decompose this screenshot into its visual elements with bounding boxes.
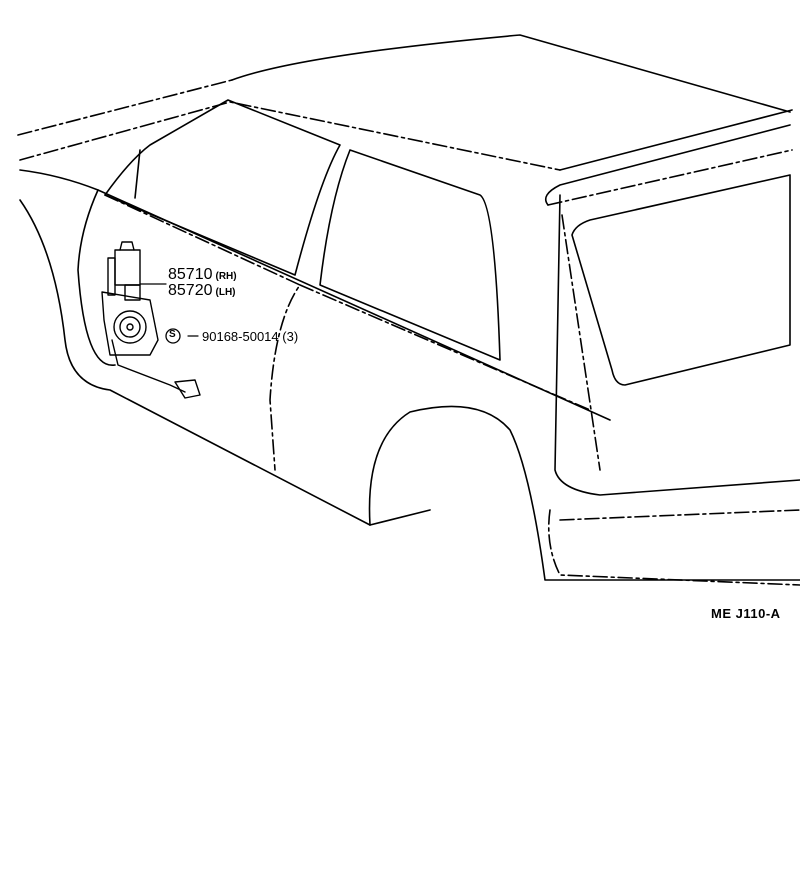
part-side: (RH) — [215, 271, 237, 282]
screw-symbol-letter: S — [169, 329, 176, 340]
screw-label: 90168-50014 (3) — [202, 329, 298, 344]
part-side: (LH) — [215, 287, 236, 298]
leader-lines — [139, 283, 199, 337]
figure-code: ME J110-A — [711, 606, 781, 621]
part-label-85710: 85710(RH) — [168, 266, 237, 284]
screw-part-number: 90168-50014 — [202, 329, 279, 344]
part-number: 85710 — [168, 266, 213, 283]
roof-lines — [17, 34, 793, 206]
body-sides — [19, 169, 800, 586]
screw-symbol-icon — [165, 328, 181, 344]
window-regulator-motor — [101, 241, 201, 399]
windows — [104, 99, 791, 471]
part-label-85720: 85720(LH) — [168, 282, 236, 300]
part-number: 85720 — [168, 282, 213, 299]
screw-quantity: (3) — [282, 329, 299, 344]
